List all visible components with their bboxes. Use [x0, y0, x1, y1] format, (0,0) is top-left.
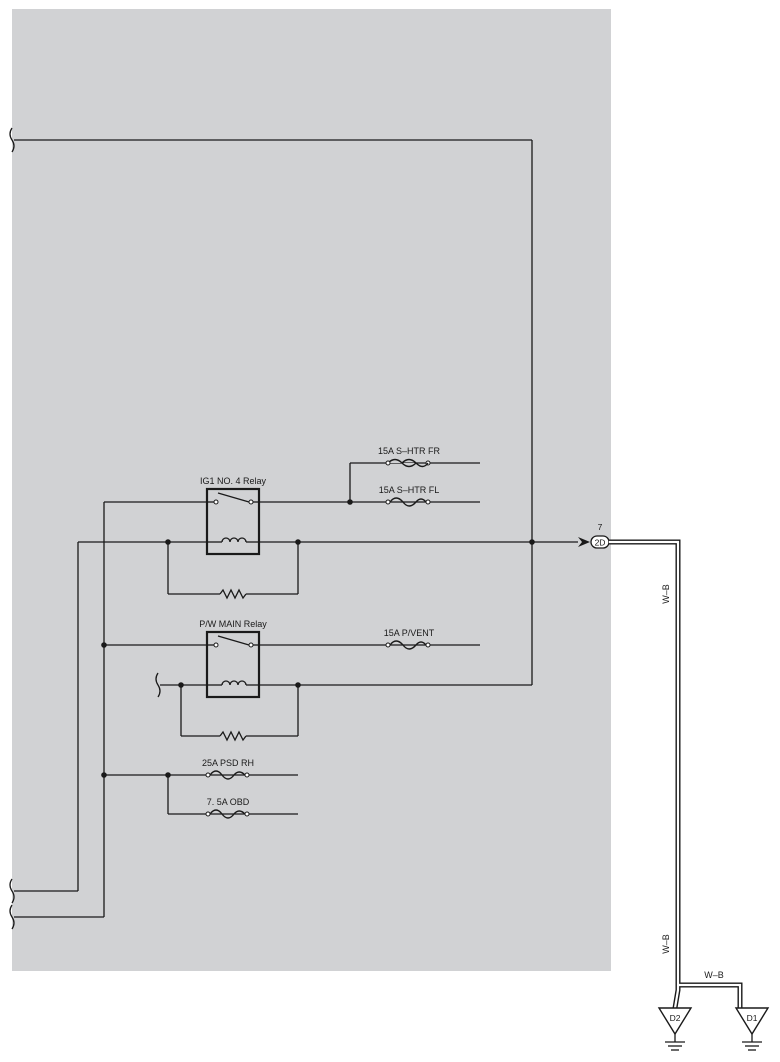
ground-point-d1: D1	[734, 1007, 770, 1051]
junction-block-panel	[12, 9, 611, 971]
fuse-s-htr-fl: 15A S–HTR FL	[379, 485, 440, 507]
ig1-relay-label: IG1 NO. 4 Relay	[200, 476, 267, 486]
fuse-obd-label: 7. 5A OBD	[207, 797, 250, 807]
pw-main-relay-label: P/W MAIN Relay	[199, 619, 267, 629]
left-feed-wires	[9, 502, 105, 930]
ground-d1-label: D1	[747, 1013, 758, 1023]
fuse-p-vent: 15A P/VENT	[384, 628, 435, 650]
wire-wb-bridge-label: W–B	[704, 970, 724, 980]
lower-fuse-circuit	[104, 774, 298, 815]
fuse-p-vent-label: 15A P/VENT	[384, 628, 435, 638]
ig1-no4-relay-circuit	[78, 462, 578, 600]
fuse-s-htr-fr-label: 15A S–HTR FR	[378, 446, 441, 456]
fuse-psd-rh: 25A PSD RH	[202, 758, 254, 780]
wire-wb-upper-label: W–B	[661, 584, 671, 604]
ig1-no4-relay: IG1 NO. 4 Relay	[200, 476, 267, 556]
connector-pin-label: 7	[598, 522, 603, 532]
ground-d2-label: D2	[670, 1013, 681, 1023]
connector-code-label: 2D	[595, 538, 606, 548]
pw-main-relay-circuit	[104, 644, 532, 742]
wire-wb-lower-label: W–B	[661, 934, 671, 954]
top-feed-wire	[9, 127, 533, 685]
fuse-obd: 7. 5A OBD	[205, 797, 250, 819]
pw-main-relay: P/W MAIN Relay	[199, 619, 267, 699]
ground-harness: W–B W–B W–B	[609, 539, 743, 1009]
junction-dots	[101, 499, 535, 778]
fuse-s-htr-fr: 15A S–HTR FR	[378, 446, 441, 468]
ground-point-d2: D2	[657, 1007, 693, 1051]
fuse-s-htr-fl-label: 15A S–HTR FL	[379, 485, 440, 495]
fuse-psd-rh-label: 25A PSD RH	[202, 758, 254, 768]
